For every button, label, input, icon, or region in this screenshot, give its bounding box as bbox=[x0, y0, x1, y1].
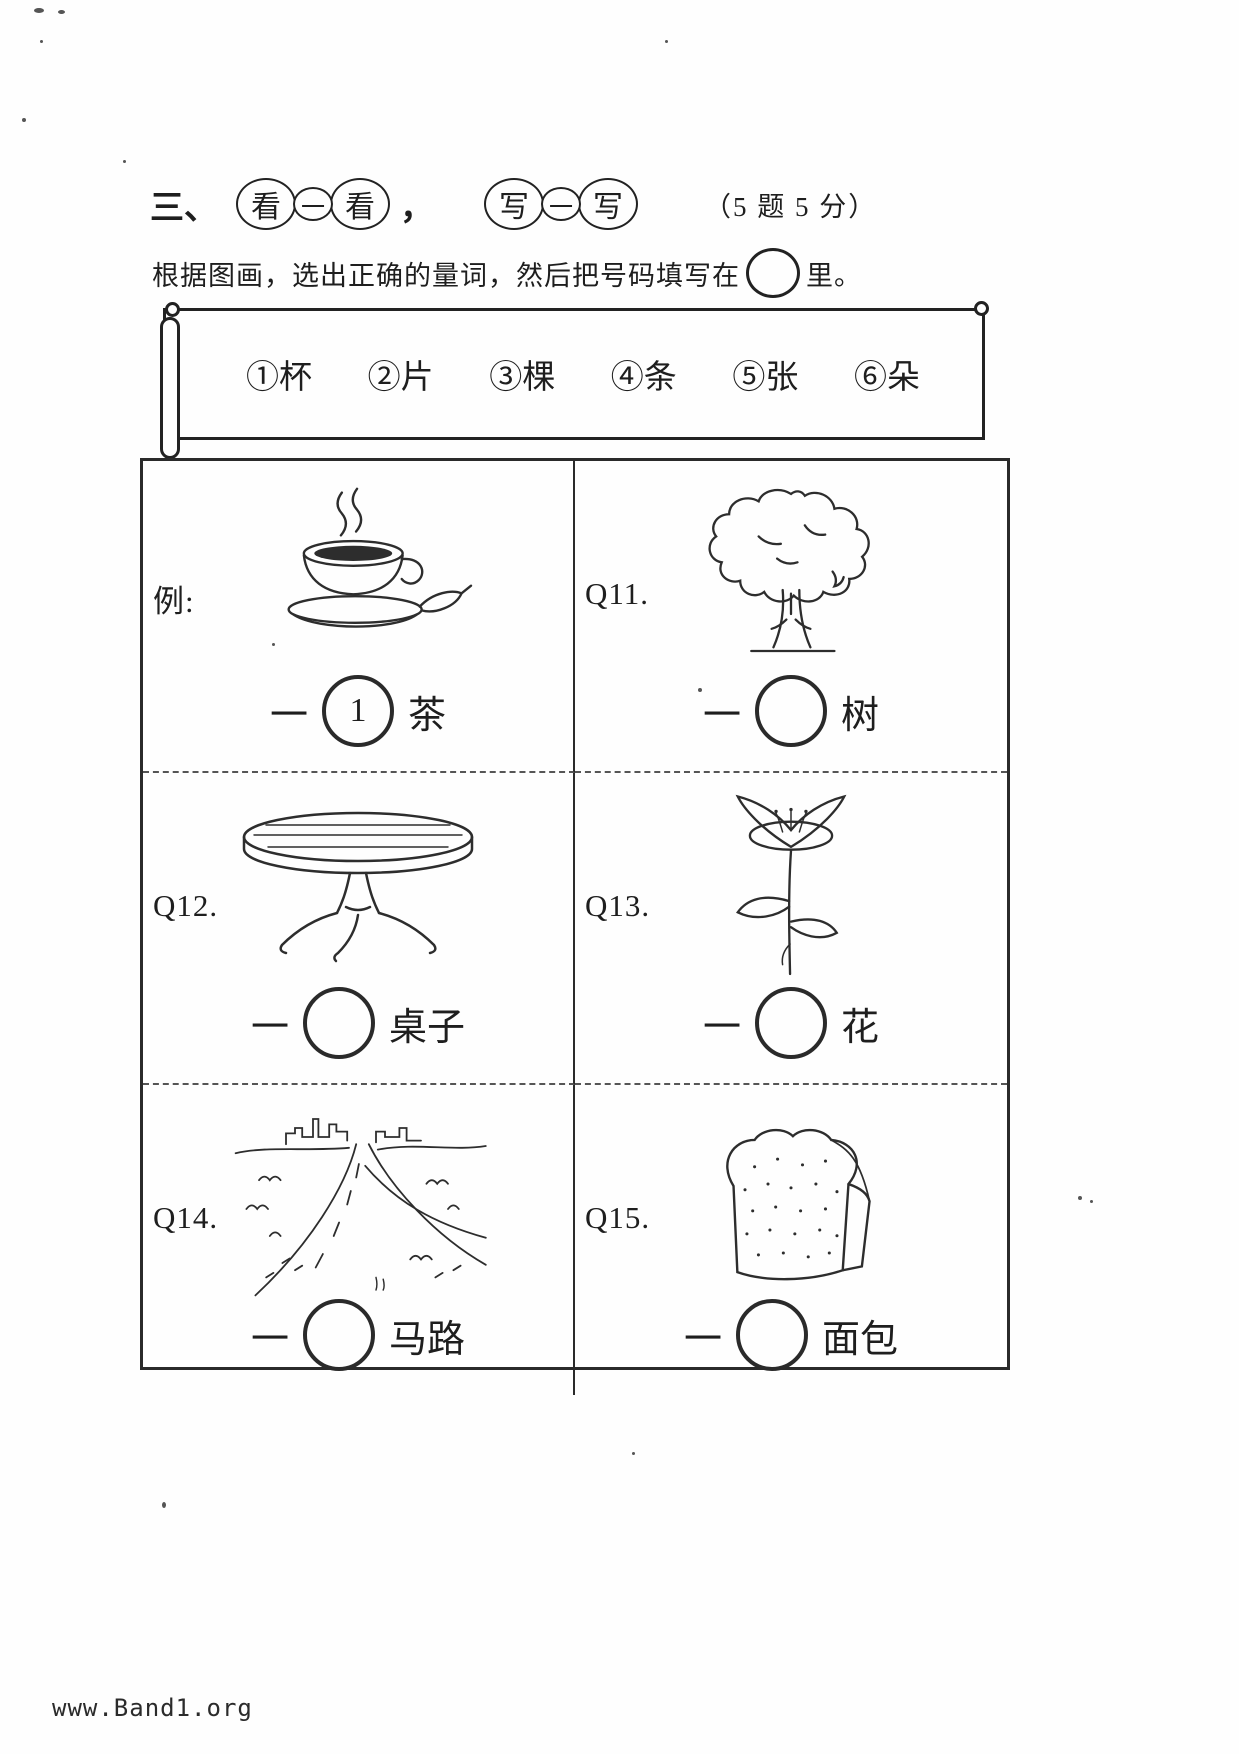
answer-circle-q13[interactable] bbox=[755, 987, 827, 1059]
cell-q15: Q15. bbox=[575, 1085, 1007, 1395]
answer-circle-q12[interactable] bbox=[303, 987, 375, 1059]
answer-circle-q14[interactable] bbox=[303, 1299, 375, 1371]
cell-label: Q12. bbox=[153, 887, 219, 923]
answer-circle-q11[interactable] bbox=[755, 675, 827, 747]
section-number: 三、 bbox=[150, 189, 218, 227]
flower-illustration bbox=[575, 789, 1007, 987]
scroll-corner-icon bbox=[165, 302, 180, 317]
answer-line-q12: 一 桌子 bbox=[251, 987, 465, 1059]
measure-prefix: 一 bbox=[250, 1006, 289, 1049]
measure-prefix: 一 bbox=[683, 1318, 722, 1361]
noun-label: 桌子 bbox=[389, 1006, 466, 1049]
word-bank-options: ①杯 ②片 ③棵 ④条 ⑤张 ⑥朵 bbox=[166, 311, 982, 437]
circled-char: 一 bbox=[541, 187, 581, 221]
scroll-roll-decoration bbox=[160, 317, 180, 459]
table-illustration bbox=[143, 789, 573, 987]
cell-example: 例: 一 1 茶 bbox=[143, 461, 575, 773]
score-note: （5 题 5 分） bbox=[704, 191, 878, 222]
word-bank-scroll: ①杯 ②片 ③棵 ④条 ⑤张 ⑥朵 bbox=[160, 301, 989, 459]
answer-circle-example: 1 bbox=[322, 675, 394, 747]
noun-label: 花 bbox=[841, 1006, 880, 1049]
measure-prefix: 一 bbox=[269, 694, 308, 737]
answer-line-q15: 一 面包 bbox=[684, 1299, 898, 1371]
measure-prefix: 一 bbox=[702, 694, 741, 737]
cell-q14: Q14. bbox=[143, 1085, 575, 1395]
sample-fill-circle bbox=[746, 248, 800, 298]
cell-label: Q15. bbox=[585, 1199, 651, 1235]
scan-speck bbox=[22, 118, 26, 122]
cell-label: 例: bbox=[153, 583, 195, 619]
answer-line-q14: 一 马路 bbox=[251, 1299, 465, 1371]
instructions-line: 根据图画，选出正确的量词，然后把号码填写在 里。 bbox=[152, 248, 862, 298]
circled-char: 一 bbox=[293, 187, 333, 221]
cell-q13: Q13. 一 花 bbox=[575, 773, 1007, 1085]
circled-char: 写 bbox=[484, 178, 544, 230]
noun-label: 树 bbox=[841, 694, 880, 737]
instructions-text-before: 根据图画，选出正确的量词，然后把号码填写在 bbox=[152, 260, 740, 291]
answer-line-q13: 一 花 bbox=[703, 987, 879, 1059]
answer-line-example: 一 1 茶 bbox=[270, 675, 446, 747]
cell-label: Q11. bbox=[585, 575, 649, 611]
word-bank-option-4: ④条 bbox=[610, 360, 677, 396]
word-bank-option-6: ⑥朵 bbox=[853, 360, 920, 396]
noun-label: 茶 bbox=[408, 694, 447, 737]
word-bank-option-3: ③棵 bbox=[489, 360, 556, 396]
scan-speck bbox=[632, 1452, 635, 1455]
cell-q12: Q12. 一 桌子 bbox=[143, 773, 575, 1085]
scan-speck bbox=[272, 643, 275, 646]
measure-prefix: 一 bbox=[702, 1006, 741, 1049]
word-bank-option-2: ②片 bbox=[367, 360, 434, 396]
word-bank-option-1: ①杯 bbox=[246, 360, 312, 396]
question-grid: 例: 一 1 茶 bbox=[140, 458, 1010, 1395]
scan-speck bbox=[40, 40, 43, 43]
road-illustration bbox=[143, 1101, 573, 1299]
scan-speck bbox=[1090, 1200, 1093, 1203]
circled-char: 看 bbox=[330, 178, 390, 230]
scan-speck bbox=[58, 10, 65, 14]
measure-prefix: 一 bbox=[250, 1318, 289, 1361]
scroll-corner-icon bbox=[974, 301, 989, 316]
scan-speck bbox=[1078, 1196, 1082, 1200]
cell-label: Q13. bbox=[585, 887, 651, 923]
title-comma: ， bbox=[400, 189, 434, 227]
scan-speck bbox=[698, 688, 702, 692]
circled-char: 看 bbox=[236, 178, 296, 230]
answer-circle-q15[interactable] bbox=[736, 1299, 808, 1371]
scan-speck bbox=[34, 8, 44, 13]
bread-illustration bbox=[575, 1101, 1007, 1299]
circled-char: 写 bbox=[578, 178, 638, 230]
word-bank-option-5: ⑤张 bbox=[732, 360, 799, 396]
tree-illustration bbox=[575, 477, 1007, 675]
answer-line-q11: 一 树 bbox=[703, 675, 879, 747]
teacup-illustration bbox=[143, 477, 573, 675]
source-url: www.Band1.org bbox=[52, 1694, 253, 1722]
section-header: 三、 看 一 看 ， 写 一 写 （5 题 5 分） bbox=[150, 178, 877, 230]
scan-speck bbox=[123, 160, 126, 163]
scan-speck bbox=[162, 1502, 166, 1508]
noun-label: 马路 bbox=[389, 1318, 466, 1361]
cell-label: Q14. bbox=[153, 1199, 219, 1235]
instructions-text-after: 里。 bbox=[806, 260, 862, 291]
scan-speck bbox=[665, 40, 668, 43]
cell-q11: Q11. 一 树 bbox=[575, 461, 1007, 773]
noun-label: 面包 bbox=[822, 1318, 899, 1361]
